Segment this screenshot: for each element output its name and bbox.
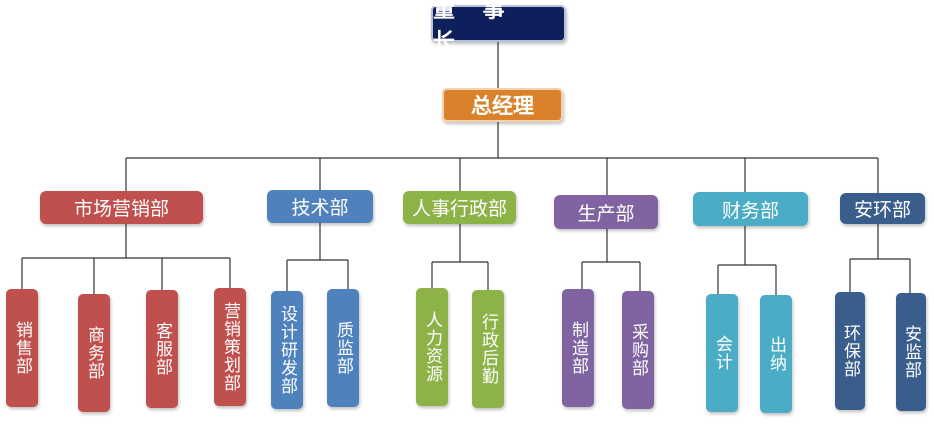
sub-dept-human-resources: 人力资源 [416, 288, 448, 406]
dept-label: 技术部 [291, 197, 349, 219]
sub-dept-label: 环保部 [840, 324, 860, 378]
general-manager-box: 总经理 [442, 88, 563, 122]
dept-label: 财务部 [721, 199, 779, 222]
sub-dept-safety-supervision: 安监部 [896, 293, 926, 411]
sub-dept-admin-logistics: 行政后勤 [472, 290, 504, 408]
sub-dept-manufacturing: 制造部 [562, 289, 594, 407]
general-manager-label: 总经理 [471, 94, 534, 118]
sub-dept-label: 销售部 [12, 321, 32, 375]
sub-dept-label: 出纳 [766, 336, 786, 372]
dept-label: 安环部 [853, 199, 911, 221]
sub-dept-label: 人力资源 [422, 311, 442, 383]
dept-production: 生产部 [554, 195, 658, 229]
sub-dept-label: 会计 [712, 335, 732, 371]
sub-dept-label: 行政后勤 [478, 313, 498, 385]
dept-label: 人事行政部 [411, 198, 507, 220]
chairman-box: 董 事 长 [431, 0, 566, 55]
sub-dept-cashier: 出纳 [760, 295, 792, 413]
dept-marketing: 市场营销部 [40, 191, 203, 224]
dept-finance: 财务部 [693, 192, 808, 226]
chairman-label: 董 事 长 [433, 0, 515, 55]
sub-dept-customer-service: 客服部 [146, 290, 178, 408]
sub-dept-business: 商务部 [78, 294, 110, 412]
dept-technology: 技术部 [267, 190, 373, 223]
sub-dept-label: 商务部 [84, 326, 104, 380]
dept-hr-admin: 人事行政部 [403, 191, 516, 224]
sub-dept-label: 安监部 [901, 325, 921, 379]
dept-label: 生产部 [577, 202, 635, 225]
sub-dept-label: 营销策划部 [220, 302, 240, 392]
sub-dept-sales: 销售部 [6, 289, 38, 407]
sub-dept-rd: 设计研发部 [271, 291, 303, 409]
sub-dept-accounting: 会计 [706, 294, 738, 412]
sub-dept-label: 采购部 [628, 323, 648, 377]
sub-dept-purchasing: 采购部 [622, 291, 654, 409]
sub-dept-label: 设计研发部 [277, 305, 297, 395]
sub-dept-label: 制造部 [568, 321, 588, 375]
sub-dept-marketing-planning: 营销策划部 [214, 288, 246, 406]
sub-dept-label: 质监部 [333, 321, 353, 375]
dept-safety-env: 安环部 [840, 193, 925, 224]
dept-label: 市场营销部 [73, 198, 169, 220]
sub-dept-label: 客服部 [152, 322, 172, 376]
sub-dept-quality: 质监部 [327, 289, 359, 407]
sub-dept-environmental: 环保部 [835, 292, 865, 410]
